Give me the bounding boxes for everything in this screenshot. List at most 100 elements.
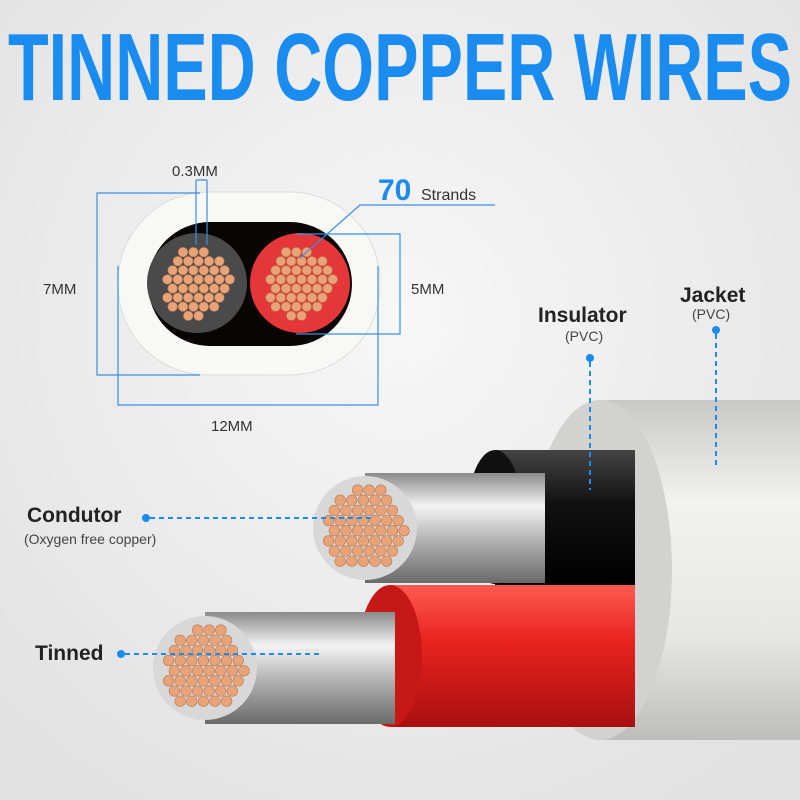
copper-strand [357, 555, 370, 567]
copper-strand [174, 654, 186, 667]
copper-strand [203, 274, 215, 285]
copper-strand [193, 292, 204, 303]
copper-strand [280, 301, 292, 312]
copper-strand [186, 695, 198, 707]
copper-strand [380, 555, 393, 567]
copper-strand [346, 494, 358, 506]
copper-strand [386, 525, 399, 537]
copper-strand [351, 545, 364, 557]
copper-strand [328, 545, 341, 557]
insulator-sublabel: (PVC) [565, 328, 604, 344]
copper-strand [363, 545, 375, 557]
copper-strand [197, 675, 210, 687]
copper-strand [346, 535, 358, 547]
copper-strand [177, 247, 189, 258]
copper-strand [357, 514, 370, 527]
copper-strand [193, 256, 204, 267]
copper-strand [174, 695, 186, 707]
copper-strand [351, 504, 364, 517]
copper-strand [286, 274, 297, 285]
copper-strand [280, 265, 292, 276]
copper-strand [174, 634, 186, 646]
copper-strand [209, 654, 221, 667]
copper-strand [398, 525, 410, 537]
copper-strand [191, 624, 204, 636]
copper-strand [168, 685, 181, 697]
copper-strand [191, 665, 204, 677]
copper-strand [180, 685, 192, 697]
strand-count-label: Strands [421, 187, 476, 204]
copper-strand [327, 274, 338, 285]
copper-strand [275, 292, 286, 303]
copper-strand [270, 283, 281, 294]
copper-strand [375, 525, 387, 537]
copper-strand [197, 695, 210, 707]
copper-strand [334, 535, 346, 547]
copper-strand [291, 283, 302, 294]
copper-strand [280, 283, 292, 294]
copper-strand [198, 247, 209, 258]
copper-strand [369, 514, 381, 527]
copper-strand [286, 292, 297, 303]
copper-strand [322, 265, 333, 276]
copper-strand [219, 265, 230, 276]
copper-strand [203, 292, 215, 303]
copper-strand [193, 274, 204, 285]
copper-strand [188, 265, 199, 276]
copper-strand [162, 675, 175, 687]
copper-strand [340, 545, 352, 557]
copper-strand [340, 525, 352, 537]
copper-strand [340, 504, 352, 517]
copper-strand [386, 504, 399, 517]
copper-strand [296, 292, 307, 303]
copper-strand [183, 256, 194, 267]
copper-strand [209, 283, 220, 294]
copper-strand [203, 665, 215, 677]
copper-strand [226, 685, 239, 697]
copper-strand [209, 265, 220, 276]
copper-strand [238, 665, 250, 677]
copper-strand [177, 265, 189, 276]
copper-strand [203, 624, 215, 636]
jacket-sublabel: (PVC) [692, 306, 731, 322]
jacket-label: Jacket [680, 284, 746, 307]
page-title: TINNED COPPER WIRES [8, 14, 792, 121]
copper-strand [214, 292, 225, 303]
copper-strand [322, 535, 335, 547]
copper-strand [301, 301, 312, 312]
copper-strand [219, 283, 230, 294]
copper-strand [162, 274, 173, 285]
copper-strand [334, 555, 346, 567]
copper-strand [296, 256, 307, 267]
copper-strand [375, 504, 387, 517]
copper-strand [301, 265, 312, 276]
copper-strand [357, 494, 370, 506]
copper-strand [198, 265, 209, 276]
copper-strand [301, 283, 312, 294]
copper-strand [328, 504, 341, 517]
copper-strand [188, 247, 199, 258]
copper-strand [286, 256, 297, 267]
copper-strand [291, 265, 302, 276]
insulator-label: Insulator [538, 304, 627, 327]
copper-strand [193, 310, 204, 321]
copper-strand [392, 535, 404, 547]
copper-strand [167, 283, 178, 294]
copper-strand [265, 274, 276, 285]
copper-strand [270, 301, 281, 312]
copper-strand [334, 514, 346, 527]
copper-strand [286, 310, 297, 321]
copper-strand [312, 301, 323, 312]
copper-strand [369, 555, 381, 567]
copper-strand [346, 514, 358, 527]
copper-strand [380, 535, 393, 547]
copper-strand [198, 283, 209, 294]
copper-strand [183, 310, 194, 321]
copper-strand [265, 292, 276, 303]
copper-strand [232, 675, 244, 687]
copper-strand [317, 256, 328, 267]
copper-strand [386, 545, 399, 557]
copper-strand [188, 301, 199, 312]
copper-strand [296, 274, 307, 285]
copper-strand [291, 301, 302, 312]
